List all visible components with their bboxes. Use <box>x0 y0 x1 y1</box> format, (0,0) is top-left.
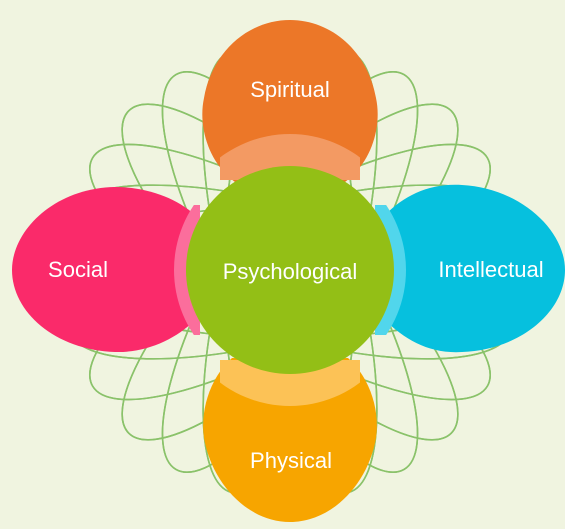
petal-physical: Physical <box>203 358 377 522</box>
petal-social: Social <box>12 187 195 353</box>
ring-physical <box>220 360 360 406</box>
petal-spiritual-shape <box>202 20 378 182</box>
petal-intellectual: Intellectual <box>385 184 565 353</box>
center-label: Psychological <box>223 259 358 284</box>
petal-physical-label: Physical <box>250 448 332 473</box>
petal-social-label: Social <box>48 257 108 282</box>
petal-intellectual-label: Intellectual <box>438 257 543 282</box>
petal-physical-shape <box>203 358 377 522</box>
center-circle <box>186 166 394 374</box>
ring-spiritual <box>220 134 360 180</box>
center-psychological: Psychological <box>186 166 394 374</box>
petal-intellectual-shape <box>385 184 565 353</box>
petal-spiritual-label: Spiritual <box>250 77 329 102</box>
petal-spiritual: Spiritual <box>202 20 378 182</box>
petal-social-shape <box>12 187 195 353</box>
